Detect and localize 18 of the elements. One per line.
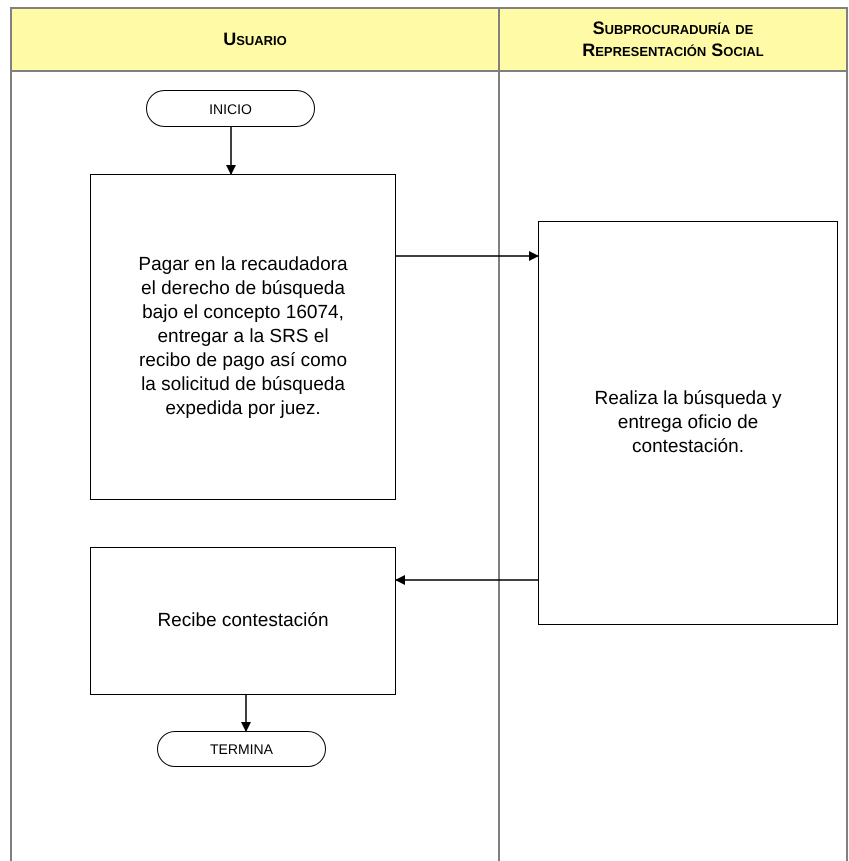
terminator-pill	[157, 731, 326, 767]
step-text: TERMINA	[210, 741, 273, 757]
process-box	[538, 221, 838, 625]
process-box	[90, 174, 396, 500]
step-text: Pagar en la recaudadora el derecho de búsqueda bajo el concepto 16074, entregar a la SRS el recibo de pago así como la solicitud de búsqueda expedida por juez.	[137, 252, 349, 422]
step-text: INICIO	[209, 100, 252, 116]
process-box	[90, 547, 396, 695]
arrow	[396, 251, 539, 261]
lane-header: Usuario	[12, 9, 498, 72]
arrow	[226, 127, 236, 175]
swimlane	[498, 7, 848, 861]
arrow	[241, 695, 251, 732]
step-text: Realiza la búsqueda y entrega oficio de contestación.	[594, 386, 782, 460]
step-text: Recibe contestación	[157, 608, 329, 633]
lane-header: Subprocuraduría de Representación Social	[500, 9, 846, 72]
swimlane	[10, 7, 498, 861]
arrow	[395, 575, 538, 585]
terminator-pill	[146, 90, 315, 127]
